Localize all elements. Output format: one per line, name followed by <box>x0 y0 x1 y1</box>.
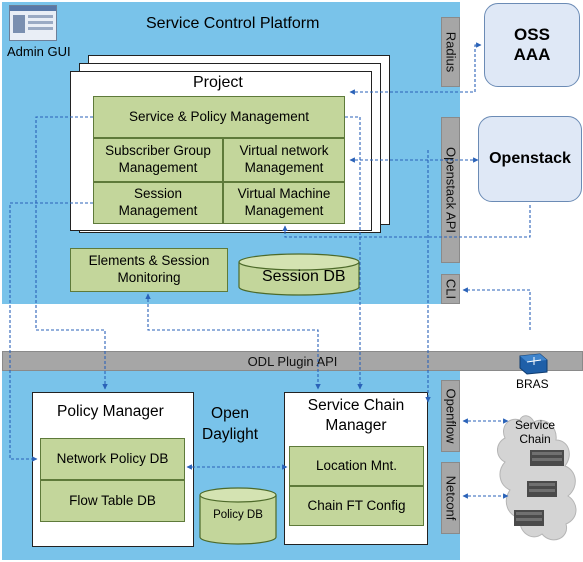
open-daylight-title: Open Daylight <box>202 405 258 443</box>
admin-gui-label: Admin GUI <box>7 44 71 59</box>
session-management-box: Session Management <box>93 182 223 224</box>
policy-db-label: Policy DB <box>213 509 263 521</box>
chain-ft-config-label: Chain FT Config <box>307 497 406 513</box>
policy-db-cylinder-icon <box>199 487 277 545</box>
service-chain-label: Service Chain <box>514 418 555 446</box>
server-icon-3 <box>514 510 544 526</box>
server-icon-2 <box>527 481 557 497</box>
session-db-label: Session DB <box>262 268 346 285</box>
virtual-machine-management-label: Virtual Machine Management <box>237 186 331 218</box>
openstack-api-interface-bar: Openstack API <box>441 117 460 263</box>
service-chain-cloud-icon <box>497 415 577 541</box>
bras-router-icon <box>519 353 548 375</box>
elements-session-monitoring-label: Elements & Session Monitoring <box>88 253 210 285</box>
virtual-network-management-box: Virtual network Management <box>223 138 345 182</box>
project-title: Project <box>193 74 243 91</box>
chain-ft-config-box: Chain FT Config <box>289 486 424 526</box>
openstack-box: Openstack <box>478 116 582 202</box>
openstack-label: Openstack <box>489 150 571 168</box>
virtual-network-management-label: Virtual network Management <box>239 143 329 175</box>
oss-aaa-box: OSS AAA <box>484 3 580 87</box>
admin-gui-thumbnail-icon <box>9 5 57 41</box>
oss-label: OSS <box>514 24 550 44</box>
platform-title: Service Control Platform <box>146 15 320 32</box>
virtual-machine-management-box: Virtual Machine Management <box>223 182 345 224</box>
server-icon-1 <box>530 450 564 466</box>
cli-interface-bar: CLI <box>441 274 460 304</box>
netconf-interface-bar: Netconf <box>441 462 460 534</box>
session-management-label: Session Management <box>118 186 198 218</box>
elements-session-monitoring-box: Elements & Session Monitoring <box>70 248 228 292</box>
network-policy-db-label: Network Policy DB <box>56 450 169 466</box>
location-mnt-label: Location Mnt. <box>315 457 398 473</box>
policy-manager-title: Policy Manager <box>57 403 164 420</box>
service-policy-management-label: Service & Policy Management <box>128 108 310 124</box>
session-db-cylinder-icon <box>238 253 360 296</box>
service-policy-management-box: Service & Policy Management <box>93 96 345 138</box>
flow-table-db-box: Flow Table DB <box>40 480 185 522</box>
flow-table-db-label: Flow Table DB <box>69 492 156 508</box>
subscriber-group-management-label: Subscriber Group Management <box>105 143 211 175</box>
aaa-label: AAA <box>513 45 551 64</box>
bras-label: BRAS <box>516 377 549 391</box>
network-policy-db-box: Network Policy DB <box>40 438 185 480</box>
service-chain-manager-title: Service Chain Manager <box>307 397 405 434</box>
subscriber-group-management-box: Subscriber Group Management <box>93 138 223 182</box>
openflow-interface-bar: Openflow <box>441 380 460 452</box>
location-mnt-box: Location Mnt. <box>289 446 424 486</box>
